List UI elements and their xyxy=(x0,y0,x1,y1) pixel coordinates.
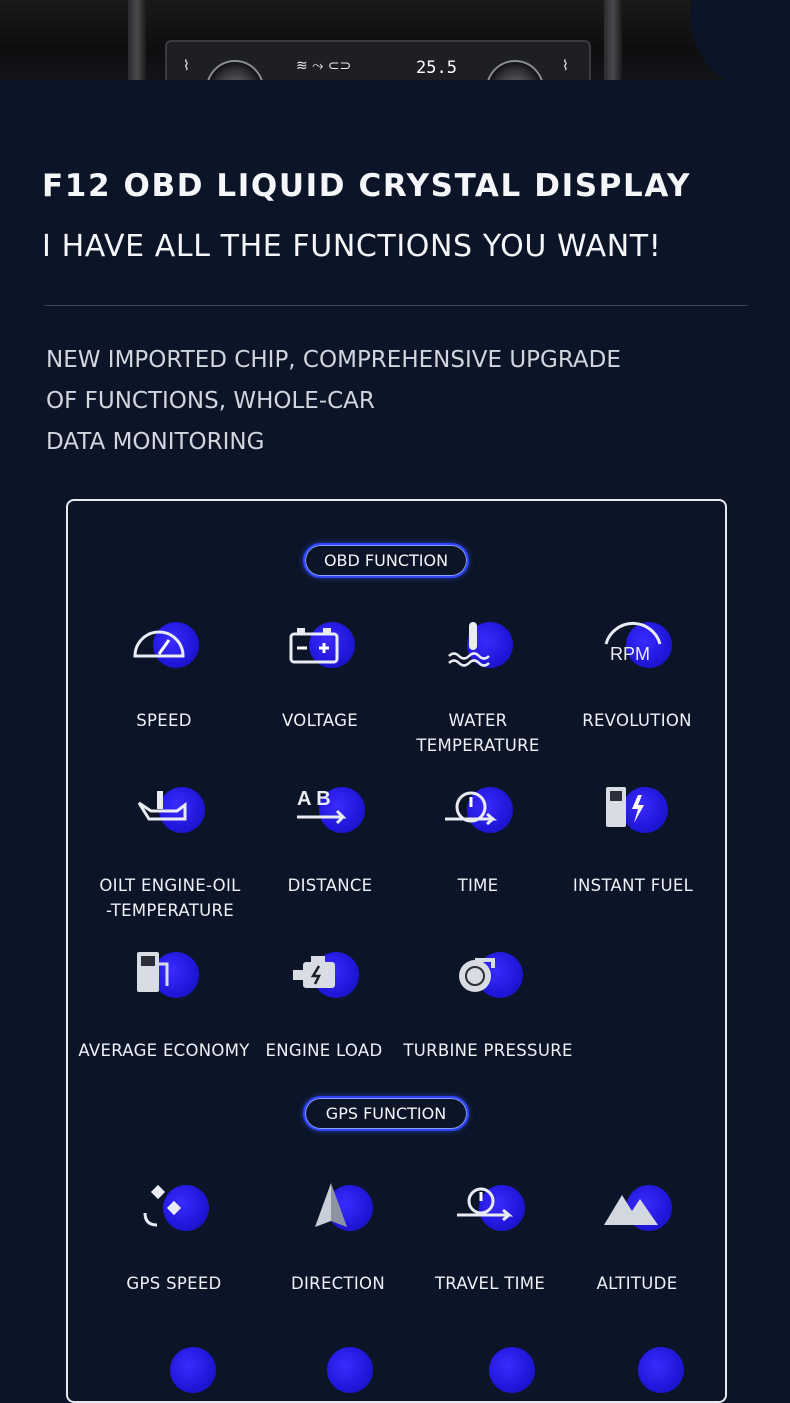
page-title: F12 OBD LIQUID CRYSTAL DISPLAY xyxy=(42,168,692,204)
function-item: DIRECTION xyxy=(248,1181,428,1296)
description-line: DATA MONITORING xyxy=(46,429,265,455)
svg-text:RPM: RPM xyxy=(610,644,650,664)
console-temperature: 25.5 xyxy=(416,58,457,78)
page-subtitle: I HAVE ALL THE FUNCTIONS YOU WANT! xyxy=(42,229,662,264)
seat-heat-right-icon: ⌇ xyxy=(562,58,569,74)
function-item: RPM REVOLUTION xyxy=(547,618,727,733)
function-item-partial xyxy=(248,1343,428,1395)
function-item: TIME xyxy=(388,783,568,898)
description-line: NEW IMPORTED CHIP, COMPREHENSIVE UPGRADE xyxy=(46,347,621,373)
car-console-photo: ⌇ ≋ ⤳ ⊂⊃ 25.5 ⌇ xyxy=(0,0,790,80)
rpm-icon: RPM xyxy=(602,618,672,670)
partial-icon xyxy=(303,1343,373,1395)
function-label: OILT ENGINE-OIL -TEMPERATURE xyxy=(99,876,241,920)
function-item: TURBINE PRESSURE xyxy=(398,948,578,1063)
divider xyxy=(44,305,748,306)
satellite-icon xyxy=(139,1181,209,1233)
speedometer-icon xyxy=(129,618,199,670)
gps-function-badge: GPS FUNCTION xyxy=(303,1096,469,1131)
function-label: VOLTAGE xyxy=(281,711,358,730)
function-item: AVERAGE ECONOMY xyxy=(74,948,254,1063)
stopwatch-arrow-icon xyxy=(455,1181,525,1233)
mountain-icon xyxy=(602,1181,672,1233)
description: NEW IMPORTED CHIP, COMPREHENSIVE UPGRADE… xyxy=(46,340,621,463)
function-label: DIRECTION xyxy=(291,1274,385,1293)
function-label: TRAVEL TIME xyxy=(434,1274,546,1293)
function-label: TURBINE PRESSURE xyxy=(403,1041,573,1060)
coolant-temperature-icon xyxy=(443,618,513,670)
function-label: TIME xyxy=(457,876,499,895)
function-item: SPEED xyxy=(74,618,254,733)
function-label: SPEED xyxy=(136,711,192,730)
function-label: AVERAGE ECONOMY xyxy=(78,1041,250,1060)
function-item: ENGINE LOAD xyxy=(234,948,414,1063)
function-item: OILT ENGINE-OIL -TEMPERATURE xyxy=(80,783,260,923)
function-item: INSTANT FUEL xyxy=(543,783,723,898)
function-item: TRAVEL TIME xyxy=(400,1181,580,1296)
function-item-partial xyxy=(91,1343,271,1395)
fuel-pump-icon xyxy=(129,948,199,1000)
console-trim-left xyxy=(128,0,146,80)
defrost-icon: ≋ ⤳ ⊂⊃ xyxy=(296,58,352,74)
function-item: A B DISTANCE xyxy=(240,783,420,898)
function-item: WATER TEMPERATURE xyxy=(388,618,568,758)
distance-ab-icon: A B xyxy=(295,783,365,835)
obd-function-badge: OBD FUNCTION xyxy=(303,543,469,578)
function-label: ALTITUDE xyxy=(596,1274,678,1293)
battery-icon xyxy=(285,618,355,670)
partial-icon xyxy=(465,1343,535,1395)
compass-arrow-icon xyxy=(303,1181,373,1233)
function-label: WATER TEMPERATURE xyxy=(416,711,540,755)
seat-heat-icon: ⌇ xyxy=(183,58,190,74)
function-label: ENGINE LOAD xyxy=(265,1041,383,1060)
svg-text:A B: A B xyxy=(297,788,331,810)
function-item-partial xyxy=(559,1343,739,1395)
corner-shadow xyxy=(690,0,790,80)
stopwatch-icon xyxy=(443,783,513,835)
oil-can-icon xyxy=(135,783,205,835)
function-item: VOLTAGE xyxy=(230,618,410,733)
function-label: GPS SPEED xyxy=(126,1274,222,1293)
function-label: DISTANCE xyxy=(287,876,373,895)
turbo-icon xyxy=(453,948,523,1000)
engine-icon xyxy=(289,948,359,1000)
description-line: OF FUNCTIONS, WHOLE-CAR xyxy=(46,388,375,414)
function-item: GPS SPEED xyxy=(84,1181,264,1296)
partial-icon xyxy=(614,1343,684,1395)
function-label: REVOLUTION xyxy=(582,711,692,730)
console-trim-right xyxy=(604,0,622,80)
function-label: INSTANT FUEL xyxy=(572,876,694,895)
fuel-pump-flash-icon xyxy=(598,783,668,835)
function-item: ALTITUDE xyxy=(547,1181,727,1296)
partial-icon xyxy=(146,1343,216,1395)
